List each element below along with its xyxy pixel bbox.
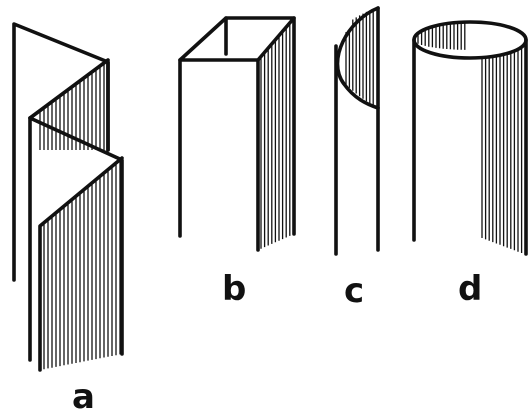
figure-b-square-tube xyxy=(180,18,294,250)
figure-b-front-edges xyxy=(180,18,294,250)
figure-d-shaded-body xyxy=(482,47,522,253)
figure-c-half-cylinder xyxy=(336,8,378,254)
figure-b-label: b xyxy=(222,269,246,309)
figure-a-zigzag-sheet xyxy=(14,24,122,370)
figure-a-back-panel xyxy=(14,24,108,280)
figure-b-top-rim xyxy=(180,18,294,60)
figure-c-label: c xyxy=(344,271,364,311)
figure-a-label: a xyxy=(72,377,95,417)
figure-d-cylinder xyxy=(414,22,526,254)
figure-d-shaded-inner-top xyxy=(418,23,465,50)
figure-b-shaded-face xyxy=(261,23,290,249)
figure-c-top-rim xyxy=(338,8,379,108)
figure-d-label: d xyxy=(458,269,482,309)
figure-d-side-edges xyxy=(414,40,526,254)
figure-d-top-ellipse xyxy=(414,22,526,58)
